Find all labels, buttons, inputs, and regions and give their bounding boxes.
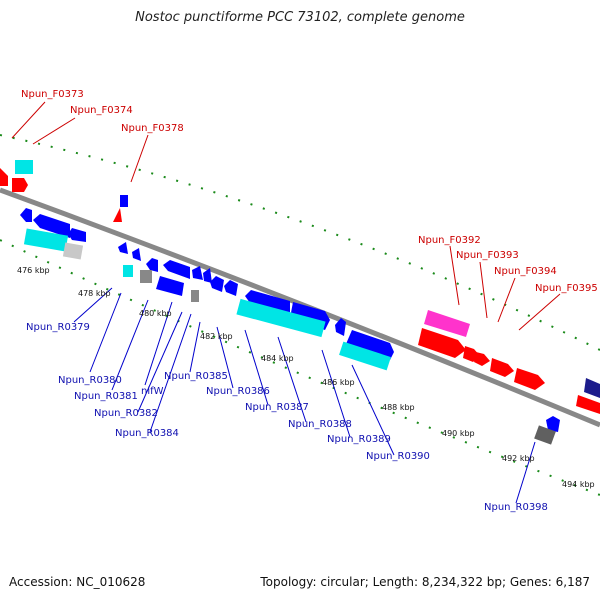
gene-blue: [546, 416, 560, 432]
gene-red: [12, 178, 28, 192]
gene-label[interactable]: Npun_R0390: [366, 451, 430, 462]
gene-label[interactable]: Npun_R0389: [327, 434, 391, 445]
gene-label[interactable]: Npun_R0385: [164, 371, 228, 382]
kbp-tick-label: 482 kbp: [200, 332, 233, 341]
gene-label[interactable]: Npun_R0379: [26, 322, 90, 333]
gene-label[interactable]: Npun_R0386: [206, 386, 270, 397]
gene-blue: [20, 208, 32, 222]
gene-red: [474, 352, 490, 366]
kbp-tick-label: 488 kbp: [382, 403, 415, 412]
gene-label[interactable]: Npun_F0394: [494, 266, 557, 277]
gene-red-large: [418, 328, 466, 358]
gene-blue: [335, 318, 346, 336]
gene-label[interactable]: Npun_R0381: [74, 391, 138, 402]
outer-dotted-ring: [0, 134, 600, 351]
kbp-tick-label: 486 kbp: [322, 378, 355, 387]
gene-cyan-rna: [236, 298, 326, 338]
reverse-gene-labels: Npun_R0379 Npun_R0380 Npun_R0381 nifW Np…: [26, 322, 548, 513]
kbp-tick-label: 476 kbp: [17, 266, 50, 275]
accession-text: Accession: NC_010628: [9, 575, 146, 589]
kbp-tick-label: 492 kbp: [502, 454, 535, 463]
gene-label[interactable]: Npun_R0380: [58, 375, 122, 386]
gene-blue-small: [120, 195, 128, 207]
gene-blue: [210, 276, 224, 292]
gene-label[interactable]: Npun_F0378: [121, 123, 184, 134]
gene-red: [514, 368, 545, 390]
gene-blue: [224, 280, 238, 296]
reverse-leader-lines: [73, 287, 536, 504]
gene-blue-large: [346, 330, 394, 360]
gene-magenta: [424, 310, 470, 337]
gene-cyan-rna: [23, 228, 69, 252]
gene-label[interactable]: Npun_R0388: [288, 419, 352, 430]
gene-red: [576, 395, 600, 414]
gene-blue: [132, 248, 141, 261]
genome-backbone: [0, 187, 600, 428]
gene-blue: [146, 258, 158, 272]
gene-cyan-rna: [123, 265, 133, 277]
gene-red: [490, 358, 514, 377]
map-title: Nostoc punctiforme PCC 73102, complete g…: [135, 10, 465, 25]
gene-blue-large: [156, 276, 184, 296]
gene-label[interactable]: Npun_R0387: [245, 402, 309, 413]
gene-navy: [584, 378, 600, 398]
genome-summary-text: Topology: circular; Length: 8,234,322 bp…: [260, 575, 590, 589]
gene-blue-large: [163, 260, 190, 279]
kbp-tick-label: 484 kbp: [261, 354, 294, 363]
gene-red: [0, 168, 8, 186]
gene-label[interactable]: Npun_F0395: [535, 283, 598, 294]
kbp-scale: 476 kbp 478 kbp 480 kbp 482 kbp 484 kbp …: [17, 266, 595, 489]
reverse-genes: [20, 208, 560, 445]
gene-blue-large: [33, 214, 70, 238]
forward-gene-labels: Npun_F0373 Npun_F0374 Npun_F0378 Npun_F0…: [21, 89, 598, 294]
kbp-tick-label: 478 kbp: [78, 289, 111, 298]
kbp-tick-label: 490 kbp: [442, 429, 475, 438]
gene-label[interactable]: Npun_F0393: [456, 250, 519, 261]
gene-blue: [68, 228, 86, 242]
kbp-tick-label: 494 kbp: [562, 480, 595, 489]
gene-gray-pseudo: [140, 270, 152, 283]
gene-label[interactable]: Npun_F0374: [70, 105, 133, 116]
gene-label[interactable]: Npun_R0384: [115, 428, 179, 439]
gene-cyan-rna: [15, 160, 33, 174]
gene-label[interactable]: nifW: [141, 386, 164, 397]
gene-label[interactable]: Npun_F0392: [418, 235, 481, 246]
gene-gray-pseudo: [62, 242, 84, 260]
gene-blue: [203, 268, 212, 283]
gene-label[interactable]: Npun_R0382: [94, 408, 158, 419]
gene-blue-large: [245, 290, 290, 314]
kbp-tick-label: 480 kbp: [139, 309, 172, 318]
gene-gray-pseudo: [534, 425, 556, 445]
gene-cyan-rna: [339, 341, 391, 371]
gene-label[interactable]: Npun_R0398: [484, 502, 548, 513]
forward-genes: [0, 160, 600, 414]
gene-red-arrowhead: [113, 208, 122, 222]
gene-blue: [118, 242, 128, 254]
gene-gray-pseudo: [191, 290, 199, 302]
gene-label[interactable]: Npun_F0373: [21, 89, 84, 100]
forward-leader-lines: [11, 101, 561, 331]
gene-blue: [192, 266, 203, 280]
